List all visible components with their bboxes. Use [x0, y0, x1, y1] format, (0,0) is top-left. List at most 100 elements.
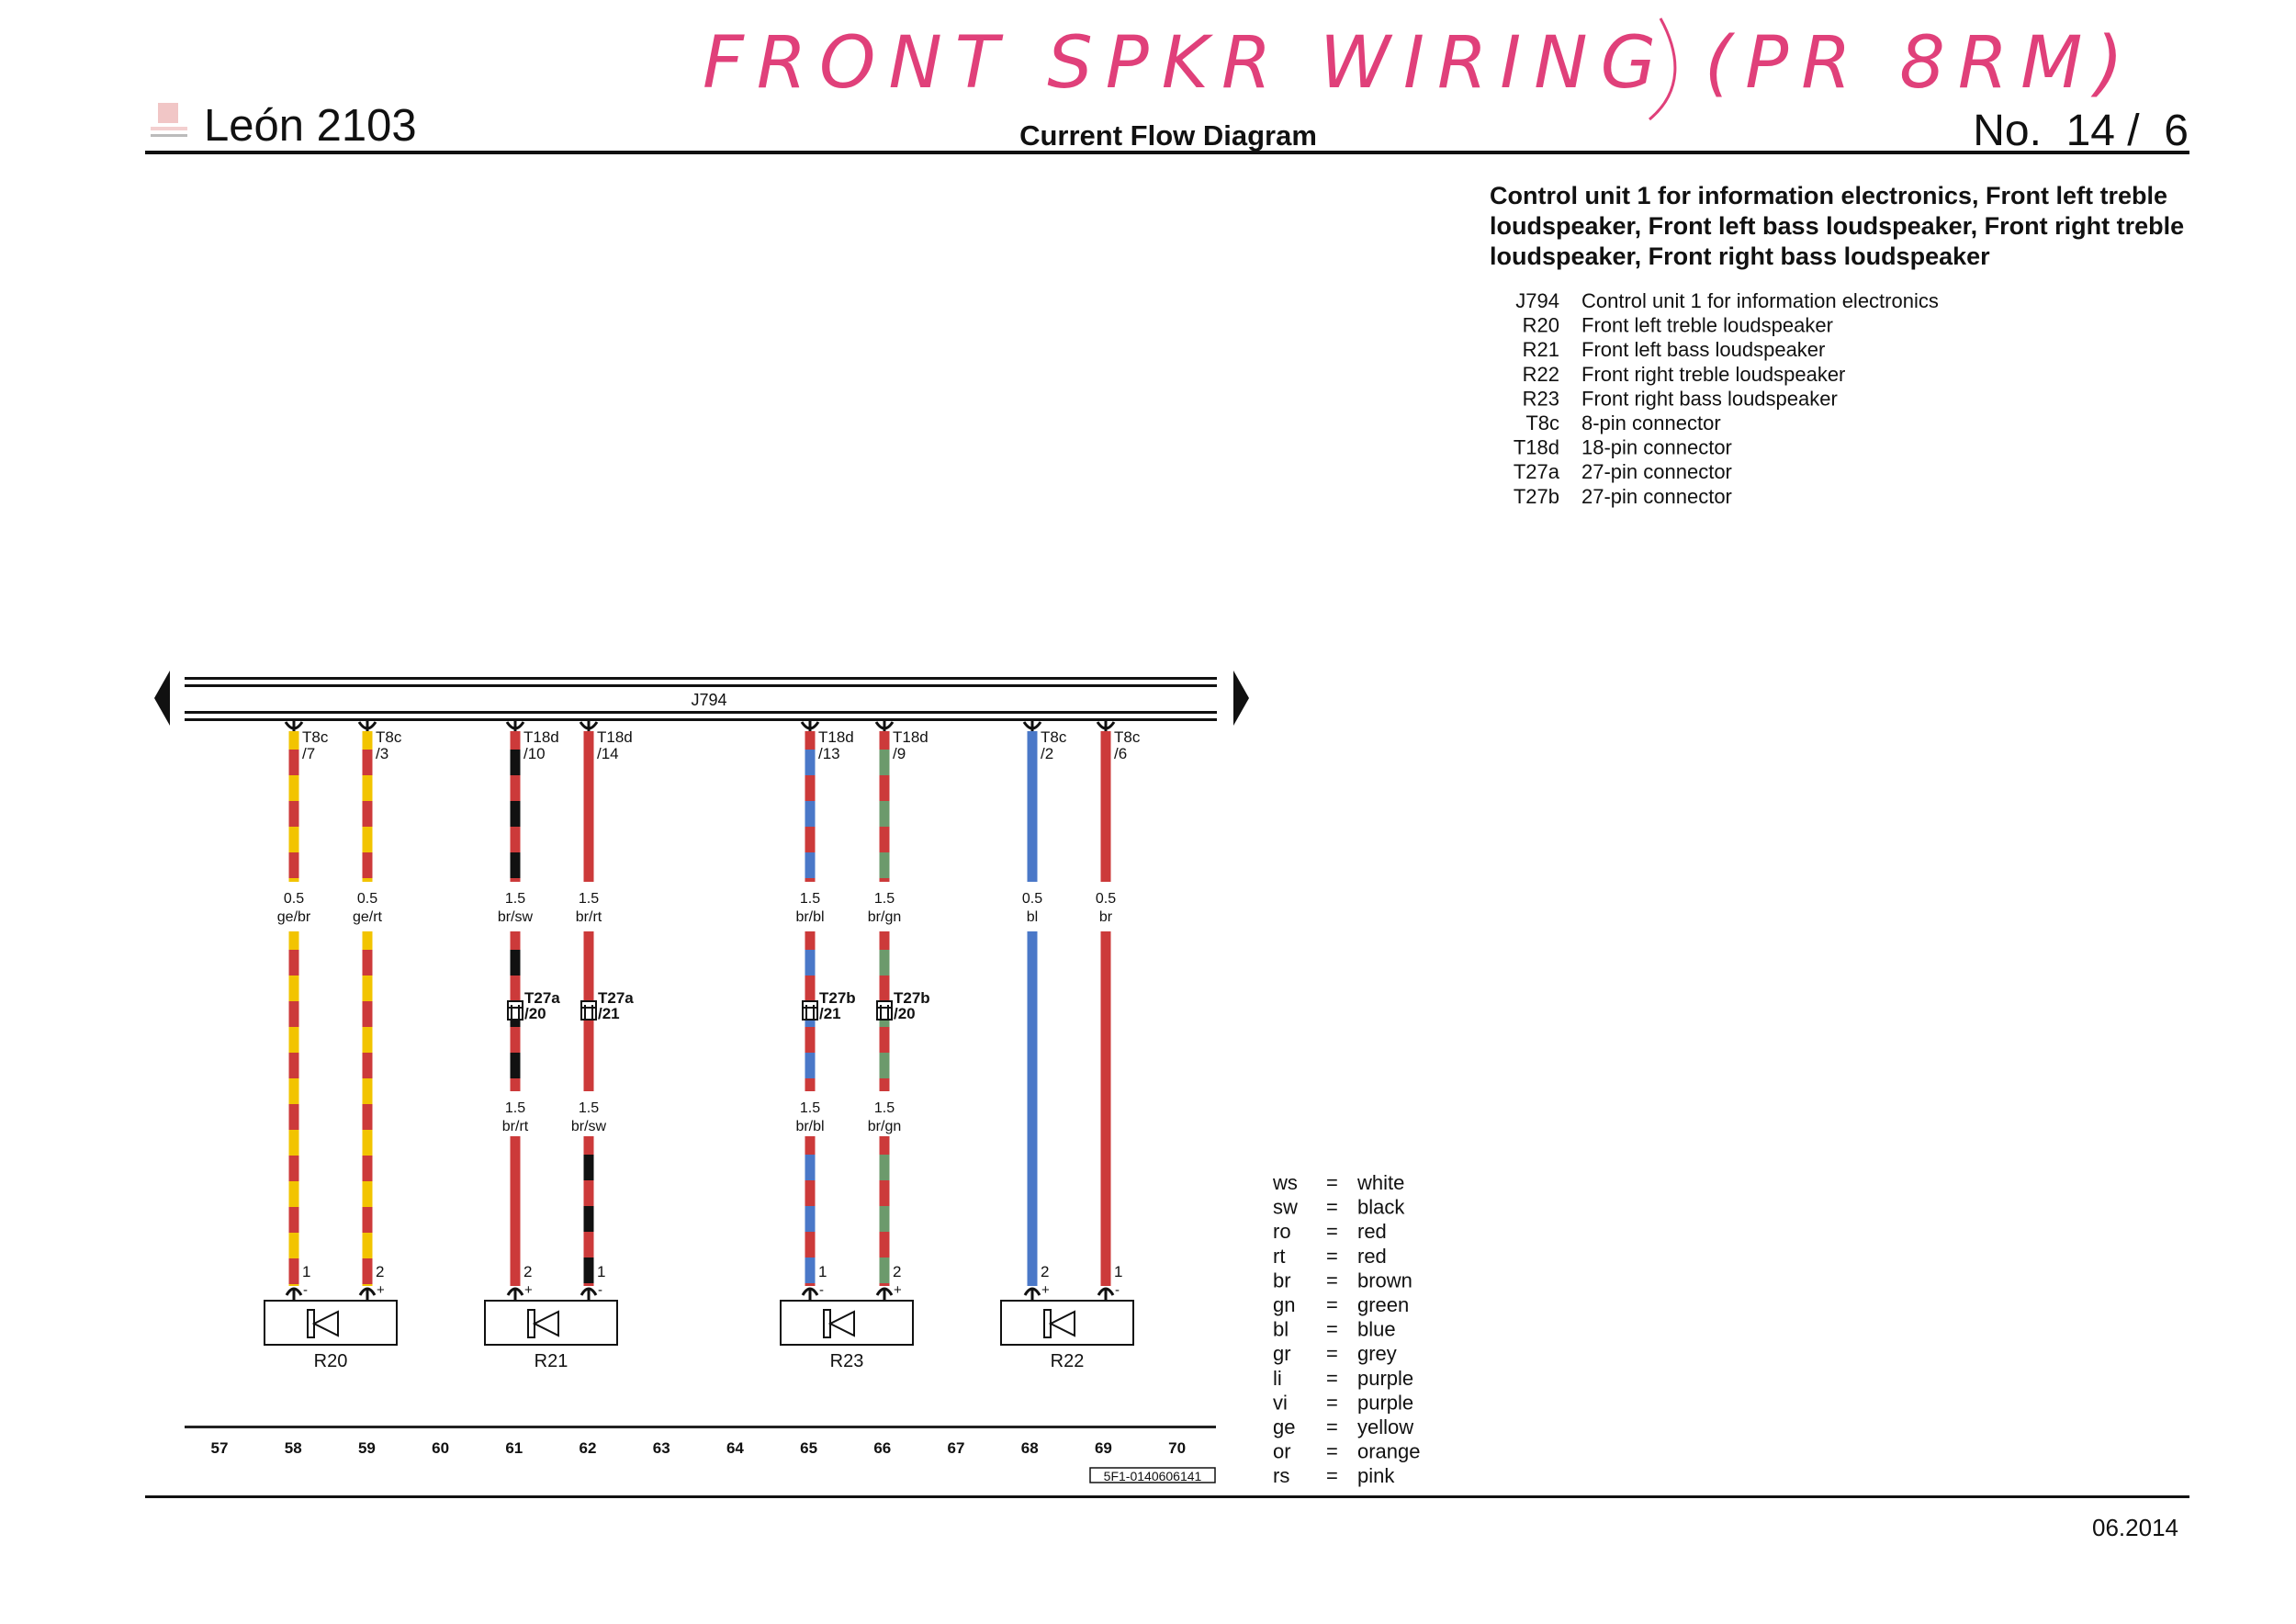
component-description: Control unit 1 for information electroni… — [1581, 289, 1939, 312]
track-number: 59 — [358, 1439, 376, 1457]
color-name: orange — [1357, 1440, 1421, 1463]
wire-size: 1.5 — [505, 891, 525, 907]
speaker-label: R23 — [830, 1351, 864, 1371]
inline-connector-icon — [580, 1000, 597, 1021]
pin-connector-icon — [1022, 720, 1042, 731]
wire-size: 1.5 — [505, 1100, 525, 1116]
connector-name: T18d — [523, 728, 559, 746]
speaker-polarity: - — [819, 1282, 824, 1298]
drawing-code-box — [1089, 1467, 1216, 1483]
speaker-pin-number: 2 — [523, 1263, 532, 1280]
wire-size: 1.5 — [800, 891, 820, 907]
wire-color-code: ge/rt — [353, 909, 383, 925]
color-code: or — [1273, 1440, 1291, 1463]
color-name: pink — [1357, 1464, 1395, 1487]
wire-color-code: br/gn — [868, 1119, 901, 1134]
doc-type: Current Flow Diagram — [1019, 119, 1317, 152]
speaker-pin-number: 1 — [302, 1263, 310, 1280]
speaker-polarity: - — [598, 1282, 602, 1298]
equals-sign: = — [1326, 1171, 1338, 1194]
component-code: R21 — [1523, 338, 1559, 361]
color-code: sw — [1273, 1196, 1298, 1219]
color-code: gr — [1273, 1342, 1291, 1365]
pin-connector-icon — [800, 720, 820, 731]
wire-size: 0.5 — [357, 891, 377, 907]
color-name: yellow — [1357, 1415, 1413, 1438]
connector-name: T8c — [1041, 728, 1067, 746]
wire-color-code: br/rt — [576, 909, 602, 925]
inline-connector-icon — [876, 1000, 893, 1021]
pin-connector-icon — [874, 720, 895, 731]
equals-sign: = — [1326, 1415, 1338, 1438]
equals-sign: = — [1326, 1464, 1338, 1487]
speaker-box — [484, 1300, 618, 1346]
color-code: ge — [1273, 1415, 1295, 1438]
wire-size: 1.5 — [579, 1100, 599, 1116]
handwritten-paren — [1649, 17, 1677, 121]
speaker-polarity: + — [377, 1282, 385, 1298]
footer-rule — [145, 1495, 2189, 1498]
component-code: R20 — [1523, 314, 1559, 337]
wire-color-code: br/sw — [498, 909, 534, 925]
title-line: loudspeaker, Front left bass loudspeaker… — [1490, 212, 2184, 240]
speaker-pin-number: 1 — [597, 1263, 605, 1280]
color-name: blue — [1357, 1318, 1396, 1341]
color-code: vi — [1273, 1391, 1288, 1414]
track-number: 64 — [726, 1439, 744, 1457]
inline-connector-name: T27b — [819, 989, 856, 1007]
connector-name: T8c — [376, 728, 402, 746]
component-description: 18-pin connector — [1581, 436, 1732, 459]
component-code: T18d — [1514, 436, 1559, 459]
model-title: León 2103 — [204, 101, 417, 151]
continue-left-arrow-icon — [154, 671, 170, 726]
track-rule — [185, 1426, 1216, 1428]
color-name: red — [1357, 1245, 1387, 1268]
color-code: rs — [1273, 1464, 1289, 1487]
wires: T8c/70.5ge/br1-T8c/30.5ge/rt2+T18d/101.5… — [277, 720, 1141, 1303]
track-number: 68 — [1021, 1439, 1039, 1457]
component-code: R22 — [1523, 363, 1559, 386]
track-number: 69 — [1095, 1439, 1112, 1457]
speaker-polarity: + — [1041, 1282, 1050, 1298]
track-number: 63 — [653, 1439, 670, 1457]
diagram-title: Control unit 1 for information electroni… — [1490, 182, 2184, 270]
inline-connector-name: T27b — [894, 989, 930, 1007]
component-description: Front right bass loudspeaker — [1581, 387, 1838, 410]
wire-color-code: br/bl — [795, 1119, 824, 1134]
speaker-polarity: - — [303, 1282, 308, 1298]
connector-pin: /9 — [893, 745, 906, 762]
speaker-box — [780, 1300, 914, 1346]
track-number: 58 — [285, 1439, 302, 1457]
track-number: 70 — [1168, 1439, 1186, 1457]
track-number: 67 — [948, 1439, 965, 1457]
page-number: No. 14 / 6 — [1973, 107, 2189, 155]
connector-pin: /2 — [1041, 745, 1053, 762]
seat-logo — [151, 103, 187, 137]
pin-connector-icon — [284, 720, 304, 731]
speaker-R23: R23 — [780, 1300, 914, 1371]
equals-sign: = — [1326, 1196, 1338, 1219]
component-code: J794 — [1515, 289, 1559, 312]
color-code: li — [1273, 1367, 1282, 1390]
inline-connector-icon — [802, 1000, 818, 1021]
equals-sign: = — [1326, 1293, 1338, 1316]
color-code: br — [1273, 1269, 1291, 1291]
component-code: R23 — [1523, 387, 1559, 410]
speaker-label: R22 — [1051, 1351, 1085, 1371]
wire-color-code: br/gn — [868, 909, 901, 925]
component-description: Front right treble loudspeaker — [1581, 363, 1845, 386]
wire-size: 1.5 — [579, 891, 599, 907]
title-line: loudspeaker, Front right bass loudspeake… — [1490, 242, 1990, 270]
equals-sign: = — [1326, 1220, 1338, 1243]
wire-color-code: bl — [1027, 909, 1038, 925]
speaker-box — [264, 1300, 398, 1346]
wire-color-code: br/bl — [795, 909, 824, 925]
color-name: purple — [1357, 1367, 1413, 1390]
wire-color-code: br — [1099, 909, 1113, 925]
